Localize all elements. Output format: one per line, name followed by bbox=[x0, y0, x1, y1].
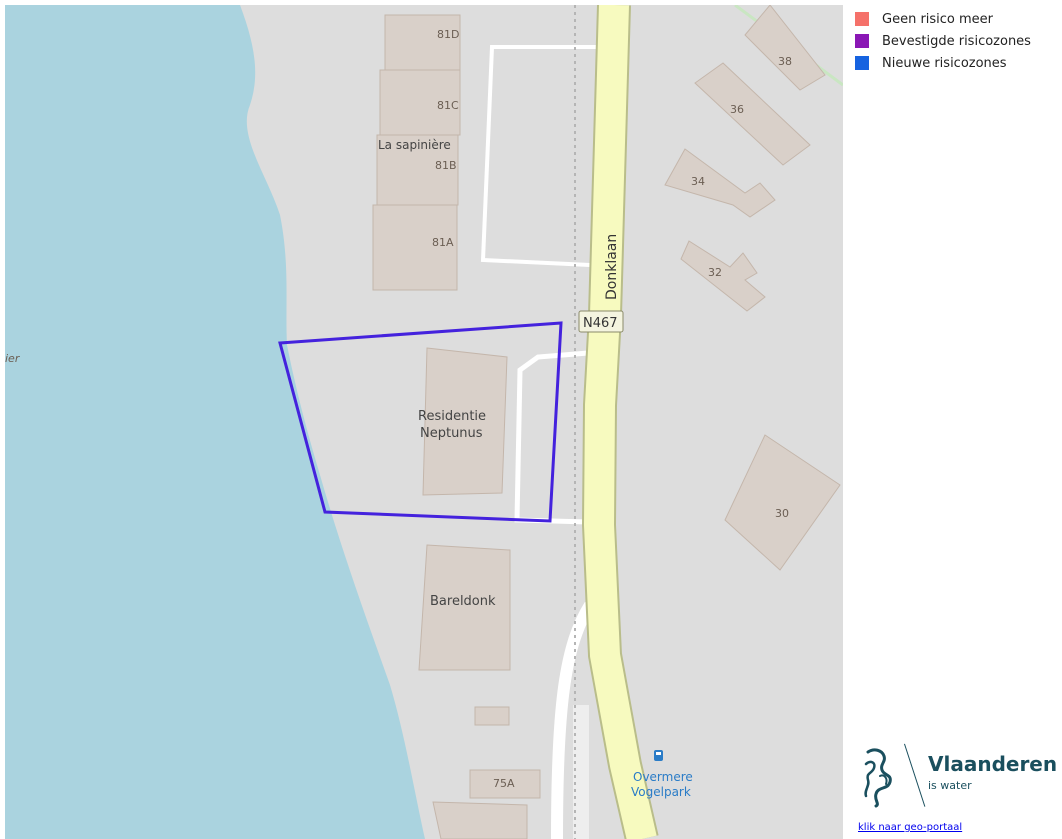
label-75a: 75A bbox=[493, 777, 515, 790]
building-81d bbox=[384, 14, 461, 71]
legend-label: Bevestigde risicozones bbox=[882, 33, 1031, 49]
geo-portal-link[interactable]: klik naar geo-portaal bbox=[858, 822, 963, 833]
logo-title: Vlaanderen bbox=[928, 752, 1058, 776]
service-path-north bbox=[480, 45, 600, 267]
label-water: ier bbox=[5, 352, 21, 365]
building-30 bbox=[724, 434, 841, 571]
map-view[interactable]: 81D 81C La sapinière 81B 81A Residentie … bbox=[5, 5, 843, 839]
logo-divider bbox=[904, 743, 926, 807]
bus-stop-label-1: Overmere bbox=[633, 770, 693, 784]
building-81b bbox=[376, 134, 459, 206]
building-81a bbox=[372, 204, 458, 291]
legend-label: Geen risico meer bbox=[882, 11, 994, 27]
legend-swatch bbox=[855, 12, 869, 26]
building-bareldonk bbox=[418, 544, 511, 671]
building-34 bbox=[664, 148, 776, 218]
vlaanderen-logo: Vlaanderen is water bbox=[860, 740, 1060, 810]
legend-swatch bbox=[855, 34, 869, 48]
legend-item-bevestigde-risicozones: Bevestigde risicozones bbox=[855, 30, 1060, 52]
building-32 bbox=[680, 240, 766, 312]
bus-stop-icon bbox=[654, 750, 663, 761]
building-36 bbox=[694, 62, 811, 166]
label-81c: 81C bbox=[437, 99, 459, 112]
parking-strip bbox=[573, 705, 589, 839]
legend-label: Nieuwe risicozones bbox=[882, 55, 1007, 71]
risk-zone-outline[interactable] bbox=[278, 321, 563, 523]
flemish-lion-icon bbox=[864, 748, 892, 808]
building-81c bbox=[379, 69, 461, 136]
road-shield-n467: N467 bbox=[578, 310, 624, 333]
legend: Geen risico meer Bevestigde risicozones … bbox=[855, 8, 1060, 74]
label-bareldonk: Bareldonk bbox=[430, 594, 496, 609]
building-75a bbox=[469, 769, 541, 799]
legend-item-nieuwe-risicozones: Nieuwe risicozones bbox=[855, 52, 1060, 74]
label-81a: 81A bbox=[432, 236, 454, 249]
bus-stop-label-2: Vogelpark bbox=[631, 785, 691, 799]
label-neptunus: Neptunus bbox=[420, 426, 483, 441]
road-shield-label: N467 bbox=[583, 316, 618, 331]
building-38 bbox=[744, 5, 826, 91]
building-residentie-neptunus bbox=[422, 347, 508, 496]
water-body bbox=[5, 5, 425, 839]
label-81b: 81B bbox=[435, 159, 457, 172]
map-canvas: 81D 81C La sapinière 81B 81A Residentie … bbox=[5, 5, 843, 839]
label-la-sapiniere: La sapinière bbox=[378, 138, 451, 152]
label-38: 38 bbox=[778, 55, 792, 68]
legend-swatch bbox=[855, 56, 869, 70]
label-residentie: Residentie bbox=[418, 409, 486, 424]
label-36: 36 bbox=[730, 103, 744, 116]
label-32: 32 bbox=[708, 266, 722, 279]
building-bottom bbox=[432, 801, 528, 839]
building-small bbox=[474, 706, 510, 726]
road-name-donklaan: Donklaan bbox=[604, 234, 620, 300]
logo-subtitle: is water bbox=[928, 779, 972, 792]
legend-item-geen-risico: Geen risico meer bbox=[855, 8, 1060, 30]
label-34: 34 bbox=[691, 175, 705, 188]
service-road-south bbox=[551, 601, 596, 839]
label-81d: 81D bbox=[437, 28, 459, 41]
label-30: 30 bbox=[775, 507, 789, 520]
